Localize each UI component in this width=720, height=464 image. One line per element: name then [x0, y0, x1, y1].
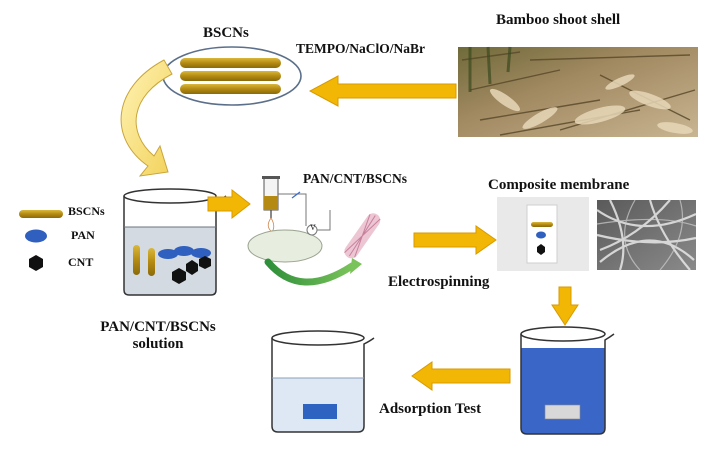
label-adsorption: Adsorption Test [379, 401, 482, 417]
label-electrospin-solution: PAN/CNT/BSCNs [303, 171, 408, 186]
label-bamboo-source: Bamboo shoot shell [496, 12, 621, 28]
label-voltage: V [310, 223, 316, 232]
legend-pan-swatch [25, 229, 47, 243]
label-solution: PAN/CNT/BSCNs solution [83, 319, 233, 354]
bamboo-photo [458, 46, 698, 137]
legend-bscns-swatch [19, 210, 63, 218]
label-solution-line1: PAN/CNT/BSCNs [100, 319, 216, 335]
sem-fiber-image [596, 199, 697, 271]
beaker-mixing [123, 188, 227, 296]
label-bscns: BSCNs [203, 25, 249, 41]
legend-label-pan: PAN [71, 228, 95, 242]
arrow-to-electrospin [207, 188, 251, 220]
legend-label-bscns: BSCNs [68, 204, 105, 218]
arrow-to-composite [413, 225, 497, 255]
beaker-light [271, 330, 375, 433]
legend [19, 210, 63, 271]
composite-membrane-panel [497, 197, 589, 271]
arrow-curved [120, 59, 173, 177]
label-electrospinning: Electrospinning [388, 274, 490, 290]
label-solution-line2: solution [132, 336, 184, 353]
bscns-ellipse [162, 46, 302, 106]
electrospinning-apparatus-icon [247, 176, 381, 286]
legend-cnt-swatch [29, 255, 43, 271]
legend-label-cnt: CNT [68, 255, 94, 269]
arrow-reagent [308, 75, 457, 107]
label-reagent: TEMPO/NaClO/NaBr [296, 41, 425, 56]
beaker-blue [520, 326, 615, 435]
arrow-adsorption [411, 361, 511, 391]
arrow-down [551, 286, 579, 326]
label-composite: Composite membrane [488, 177, 630, 193]
